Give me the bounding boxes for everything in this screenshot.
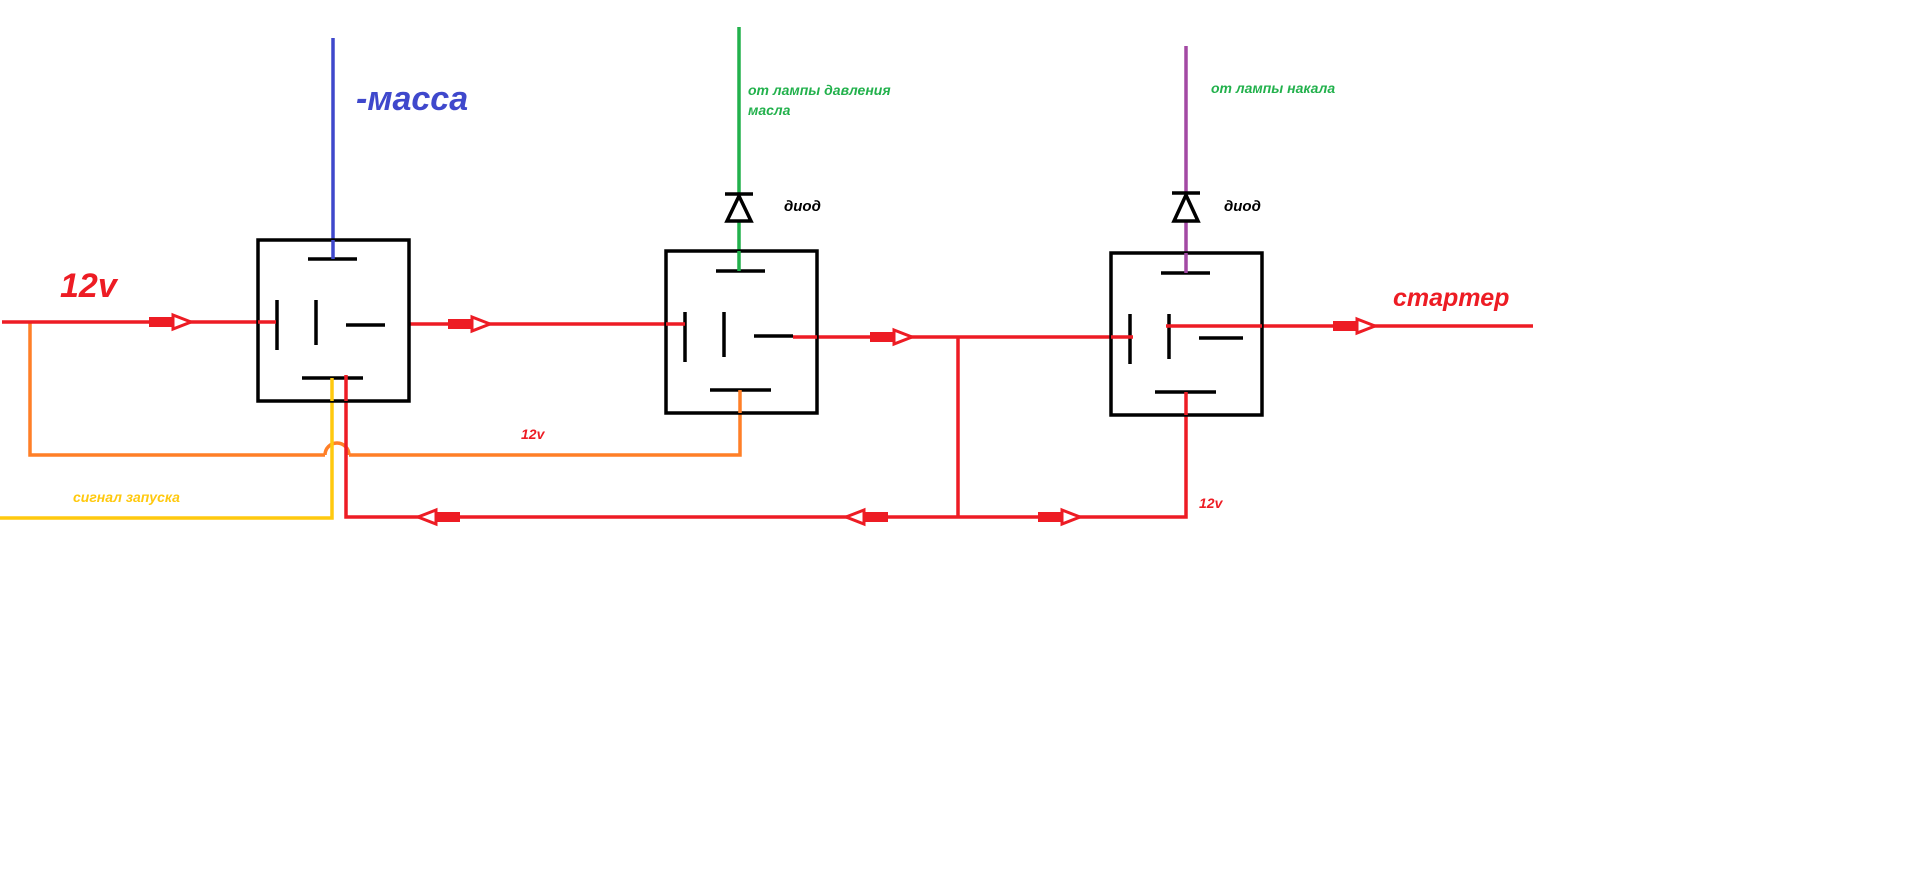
start-signal-wire bbox=[0, 378, 334, 520]
start-signal-label: сигнал запуска bbox=[73, 489, 180, 505]
flow-arrow bbox=[446, 315, 492, 333]
flow-arrow bbox=[868, 328, 914, 346]
voltage-label: 12v bbox=[521, 426, 546, 442]
flow-arrow bbox=[147, 313, 193, 331]
input-voltage-label: 12v bbox=[60, 267, 119, 305]
relay-1 bbox=[256, 238, 411, 403]
flow-arrow bbox=[416, 508, 462, 526]
flow-arrow bbox=[844, 508, 890, 526]
glow-lamp-label: от лампы накала bbox=[1211, 80, 1335, 96]
feed-wire bbox=[28, 322, 742, 457]
ground-label: -масса bbox=[356, 80, 468, 118]
relay-2 bbox=[664, 249, 819, 415]
flow-arrow bbox=[1036, 508, 1082, 526]
diode-label: диод bbox=[784, 198, 821, 215]
diode-icon bbox=[1171, 190, 1201, 223]
flow-arrow bbox=[1331, 317, 1377, 335]
voltage-label: 12v bbox=[1199, 495, 1224, 511]
oil-lamp-label: масла bbox=[748, 102, 791, 118]
diode-icon bbox=[724, 191, 754, 223]
starter-label: стартер bbox=[1393, 284, 1509, 312]
diode-label: диод bbox=[1224, 198, 1261, 215]
oil-lamp-label: от лампы давления bbox=[748, 82, 891, 98]
relay-3 bbox=[1109, 251, 1264, 417]
